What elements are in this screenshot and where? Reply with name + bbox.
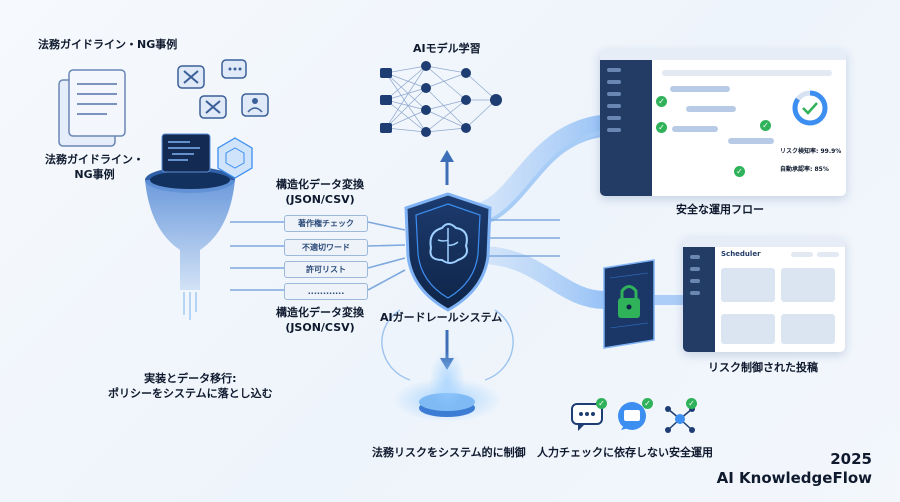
documents-icon <box>58 69 126 147</box>
sidebar <box>683 247 715 352</box>
dashboard-window: ✓ ✓ ✓ ✓ リスク検知率: 99.9% 自動承認率: 85% <box>600 50 846 196</box>
label-source-mid: 法務ガイドライン・ NG事例 <box>45 153 144 181</box>
stat-auto-approval: 自動承認率: 85% <box>780 166 829 173</box>
message-icon <box>618 402 646 430</box>
post-thumbnail <box>781 268 835 302</box>
window-titlebar <box>600 50 846 65</box>
neural-network-icon <box>380 61 502 137</box>
label-ai-training: AIモデル学習 <box>413 42 481 55</box>
scheduler-window: Scheduler <box>683 238 845 352</box>
check-icon: ✓ <box>642 398 653 409</box>
shield-brain-icon <box>404 192 492 312</box>
brand-year: 2025 <box>830 450 872 468</box>
brand-name: AI KnowledgeFlow <box>716 469 872 487</box>
ng-icons <box>177 59 269 119</box>
tag-allow-list: 許可リスト <box>284 261 368 278</box>
scheduler-title: Scheduler <box>721 250 761 258</box>
label-convert-top: 構造化データ変換 (JSON/CSV) <box>276 178 364 206</box>
label-convert-bottom: 構造化データ変換 (JSON/CSV) <box>276 306 364 334</box>
window-titlebar <box>683 238 845 253</box>
label-legal-risk: 法務リスクをシステム的に制御 <box>372 446 526 459</box>
tag-copyright: 著作権チェック <box>284 215 368 232</box>
post-thumbnail <box>721 268 775 302</box>
progress-ring-icon <box>792 90 828 126</box>
check-icon: ✓ <box>596 398 607 409</box>
code-screen-icon <box>161 133 253 179</box>
label-implementation: 実装とデータ移行: ポリシーをシステムに落とし込む <box>108 372 273 400</box>
label-source-top: 法務ガイドライン・NG事例 <box>38 38 178 51</box>
tag-more: ............ <box>284 283 368 300</box>
label-guardrail: AIガードレールシステム <box>380 311 503 324</box>
post-thumbnail <box>721 314 775 344</box>
stat-detection-rate: リスク検知率: 99.9% <box>780 148 842 155</box>
tag-inappropriate-words: 不適切ワード <box>284 239 368 256</box>
network-icon <box>665 406 695 433</box>
lock-panel-icon <box>603 259 655 349</box>
sidebar <box>600 60 652 196</box>
check-icon: ✓ <box>686 398 697 409</box>
label-controlled-post: リスク制御された投稿 <box>708 361 818 374</box>
chat-bubble-icon <box>571 403 603 431</box>
label-no-human-check: 人力チェックに依存しない安全運用 <box>537 446 713 459</box>
post-thumbnail <box>781 314 835 344</box>
label-safe-flow: 安全な運用フロー <box>676 203 764 216</box>
